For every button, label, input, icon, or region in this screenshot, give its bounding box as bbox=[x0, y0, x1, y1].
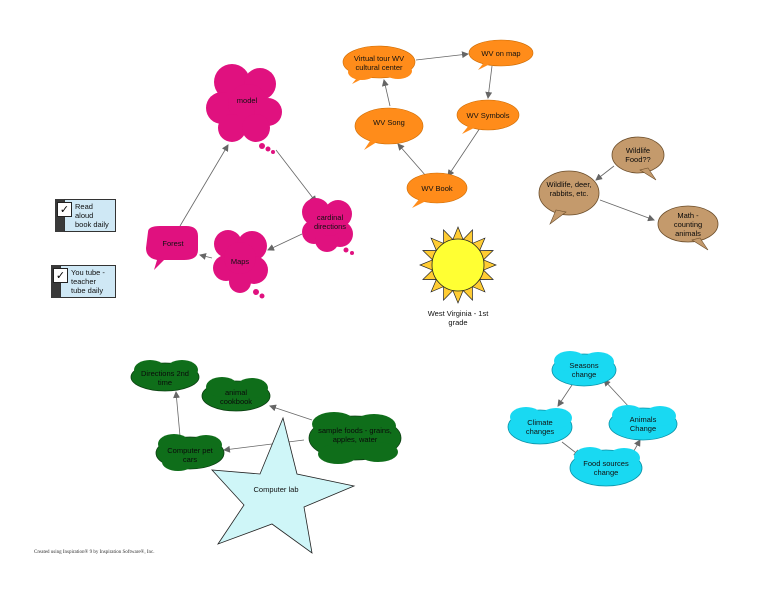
label-sample-foods: sample foods - grains, apples, water bbox=[318, 426, 392, 444]
label-math: Math - counting animals bbox=[673, 211, 703, 238]
note-youtube-text: You tube - teacher tube daily bbox=[60, 265, 116, 298]
node-wv-song[interactable] bbox=[354, 107, 424, 150]
note-youtube[interactable]: ✓ You tube - teacher tube daily bbox=[51, 265, 116, 298]
node-maps[interactable] bbox=[213, 230, 268, 299]
label-model: model bbox=[236, 96, 258, 105]
pink-thought-bubbles bbox=[146, 64, 354, 299]
checkmark-icon: ✓ bbox=[57, 202, 72, 217]
label-animal-cookbook: animal cookbook bbox=[219, 388, 253, 406]
link-book-song bbox=[397, 143, 427, 177]
footer-credit: Created using Inspiration® 9 by Inspirat… bbox=[34, 550, 155, 555]
label-wildlife: Wildlife, deer, rabbits, etc. bbox=[546, 180, 592, 198]
node-wv-book[interactable] bbox=[406, 172, 468, 208]
link-cardinal-maps bbox=[267, 233, 303, 251]
node-sample-foods[interactable] bbox=[308, 412, 402, 464]
link-symbols-book bbox=[447, 127, 481, 177]
node-computer-lab-star[interactable] bbox=[211, 416, 356, 554]
note-read-aloud-text: Read aloud book daily bbox=[64, 199, 116, 232]
orange-speech-bubbles bbox=[342, 39, 534, 208]
link-virtualtour-wvmap bbox=[415, 51, 469, 61]
note-bar: ✓ bbox=[55, 199, 72, 232]
link-wildlife-math bbox=[599, 199, 655, 222]
node-animals-change[interactable] bbox=[608, 405, 678, 441]
label-computer-lab: Computer lab bbox=[253, 485, 299, 494]
label-directions: Directions 2nd time bbox=[141, 369, 189, 387]
node-forest[interactable] bbox=[146, 226, 198, 270]
node-wv-on-map[interactable] bbox=[468, 39, 534, 70]
note-read-aloud[interactable]: ✓ Read aloud book daily bbox=[55, 199, 116, 232]
cyan-cloud-bubbles bbox=[507, 351, 678, 487]
link-samplefoods-cookbook bbox=[269, 404, 313, 421]
label-forest: Forest bbox=[162, 239, 184, 248]
label-wv-book: WV Book bbox=[421, 184, 453, 193]
label-food-sources-change: Food sources change bbox=[583, 459, 629, 477]
label-computer-pet: Computer pet cars bbox=[167, 446, 213, 464]
brown-speech-bubbles bbox=[538, 136, 719, 251]
checkmark-icon: ✓ bbox=[53, 268, 68, 283]
node-seasons-change[interactable] bbox=[551, 351, 617, 387]
note-bar: ✓ bbox=[51, 265, 68, 298]
node-wildlife-food[interactable] bbox=[611, 136, 665, 181]
link-seasons-climate bbox=[557, 381, 575, 407]
link-forest-model bbox=[179, 144, 229, 227]
label-maps: Maps bbox=[230, 257, 250, 266]
label-climate-changes: Climate changes bbox=[525, 418, 555, 436]
node-food-sources-change[interactable] bbox=[569, 447, 643, 487]
node-wv-symbols[interactable] bbox=[456, 99, 520, 134]
node-math[interactable] bbox=[657, 205, 719, 251]
link-maps-forest bbox=[199, 253, 213, 260]
label-animals-change: Animals Change bbox=[629, 415, 657, 433]
label-wv-symbols: WV Symbols bbox=[466, 111, 510, 120]
label-virtual-tour: Virtual tour WV cultural center bbox=[353, 54, 405, 72]
link-wvmap-symbols bbox=[485, 65, 493, 99]
node-computer-pet[interactable] bbox=[155, 434, 225, 471]
link-samplefoods-computerpet bbox=[223, 439, 305, 453]
node-animal-cookbook[interactable] bbox=[201, 377, 271, 412]
label-seasons-change: Seasons change bbox=[569, 361, 599, 379]
label-cardinal-directions: cardinal directions bbox=[313, 213, 347, 231]
label-wildlife-food: Wildlife Food?? bbox=[625, 146, 651, 164]
node-directions[interactable] bbox=[130, 360, 200, 392]
green-cloud-bubbles bbox=[130, 360, 402, 471]
link-model-cardinal bbox=[275, 149, 317, 203]
link-computerpet-directions bbox=[173, 391, 181, 437]
link-wildlifefood-wildlife bbox=[595, 165, 615, 181]
node-model[interactable] bbox=[206, 64, 282, 154]
node-climate-changes[interactable] bbox=[507, 407, 573, 445]
label-center-topic: West Virginia - 1st grade bbox=[427, 309, 489, 327]
node-wildlife[interactable] bbox=[538, 170, 600, 225]
node-virtual-tour[interactable] bbox=[342, 45, 416, 84]
label-wv-on-map: WV on map bbox=[481, 49, 521, 58]
link-animals-seasons bbox=[603, 379, 631, 409]
node-cardinal-directions[interactable] bbox=[302, 198, 354, 255]
link-song-virtualtour bbox=[381, 79, 391, 107]
sun-icon[interactable] bbox=[419, 226, 497, 304]
label-wv-song: WV Song bbox=[373, 118, 405, 127]
